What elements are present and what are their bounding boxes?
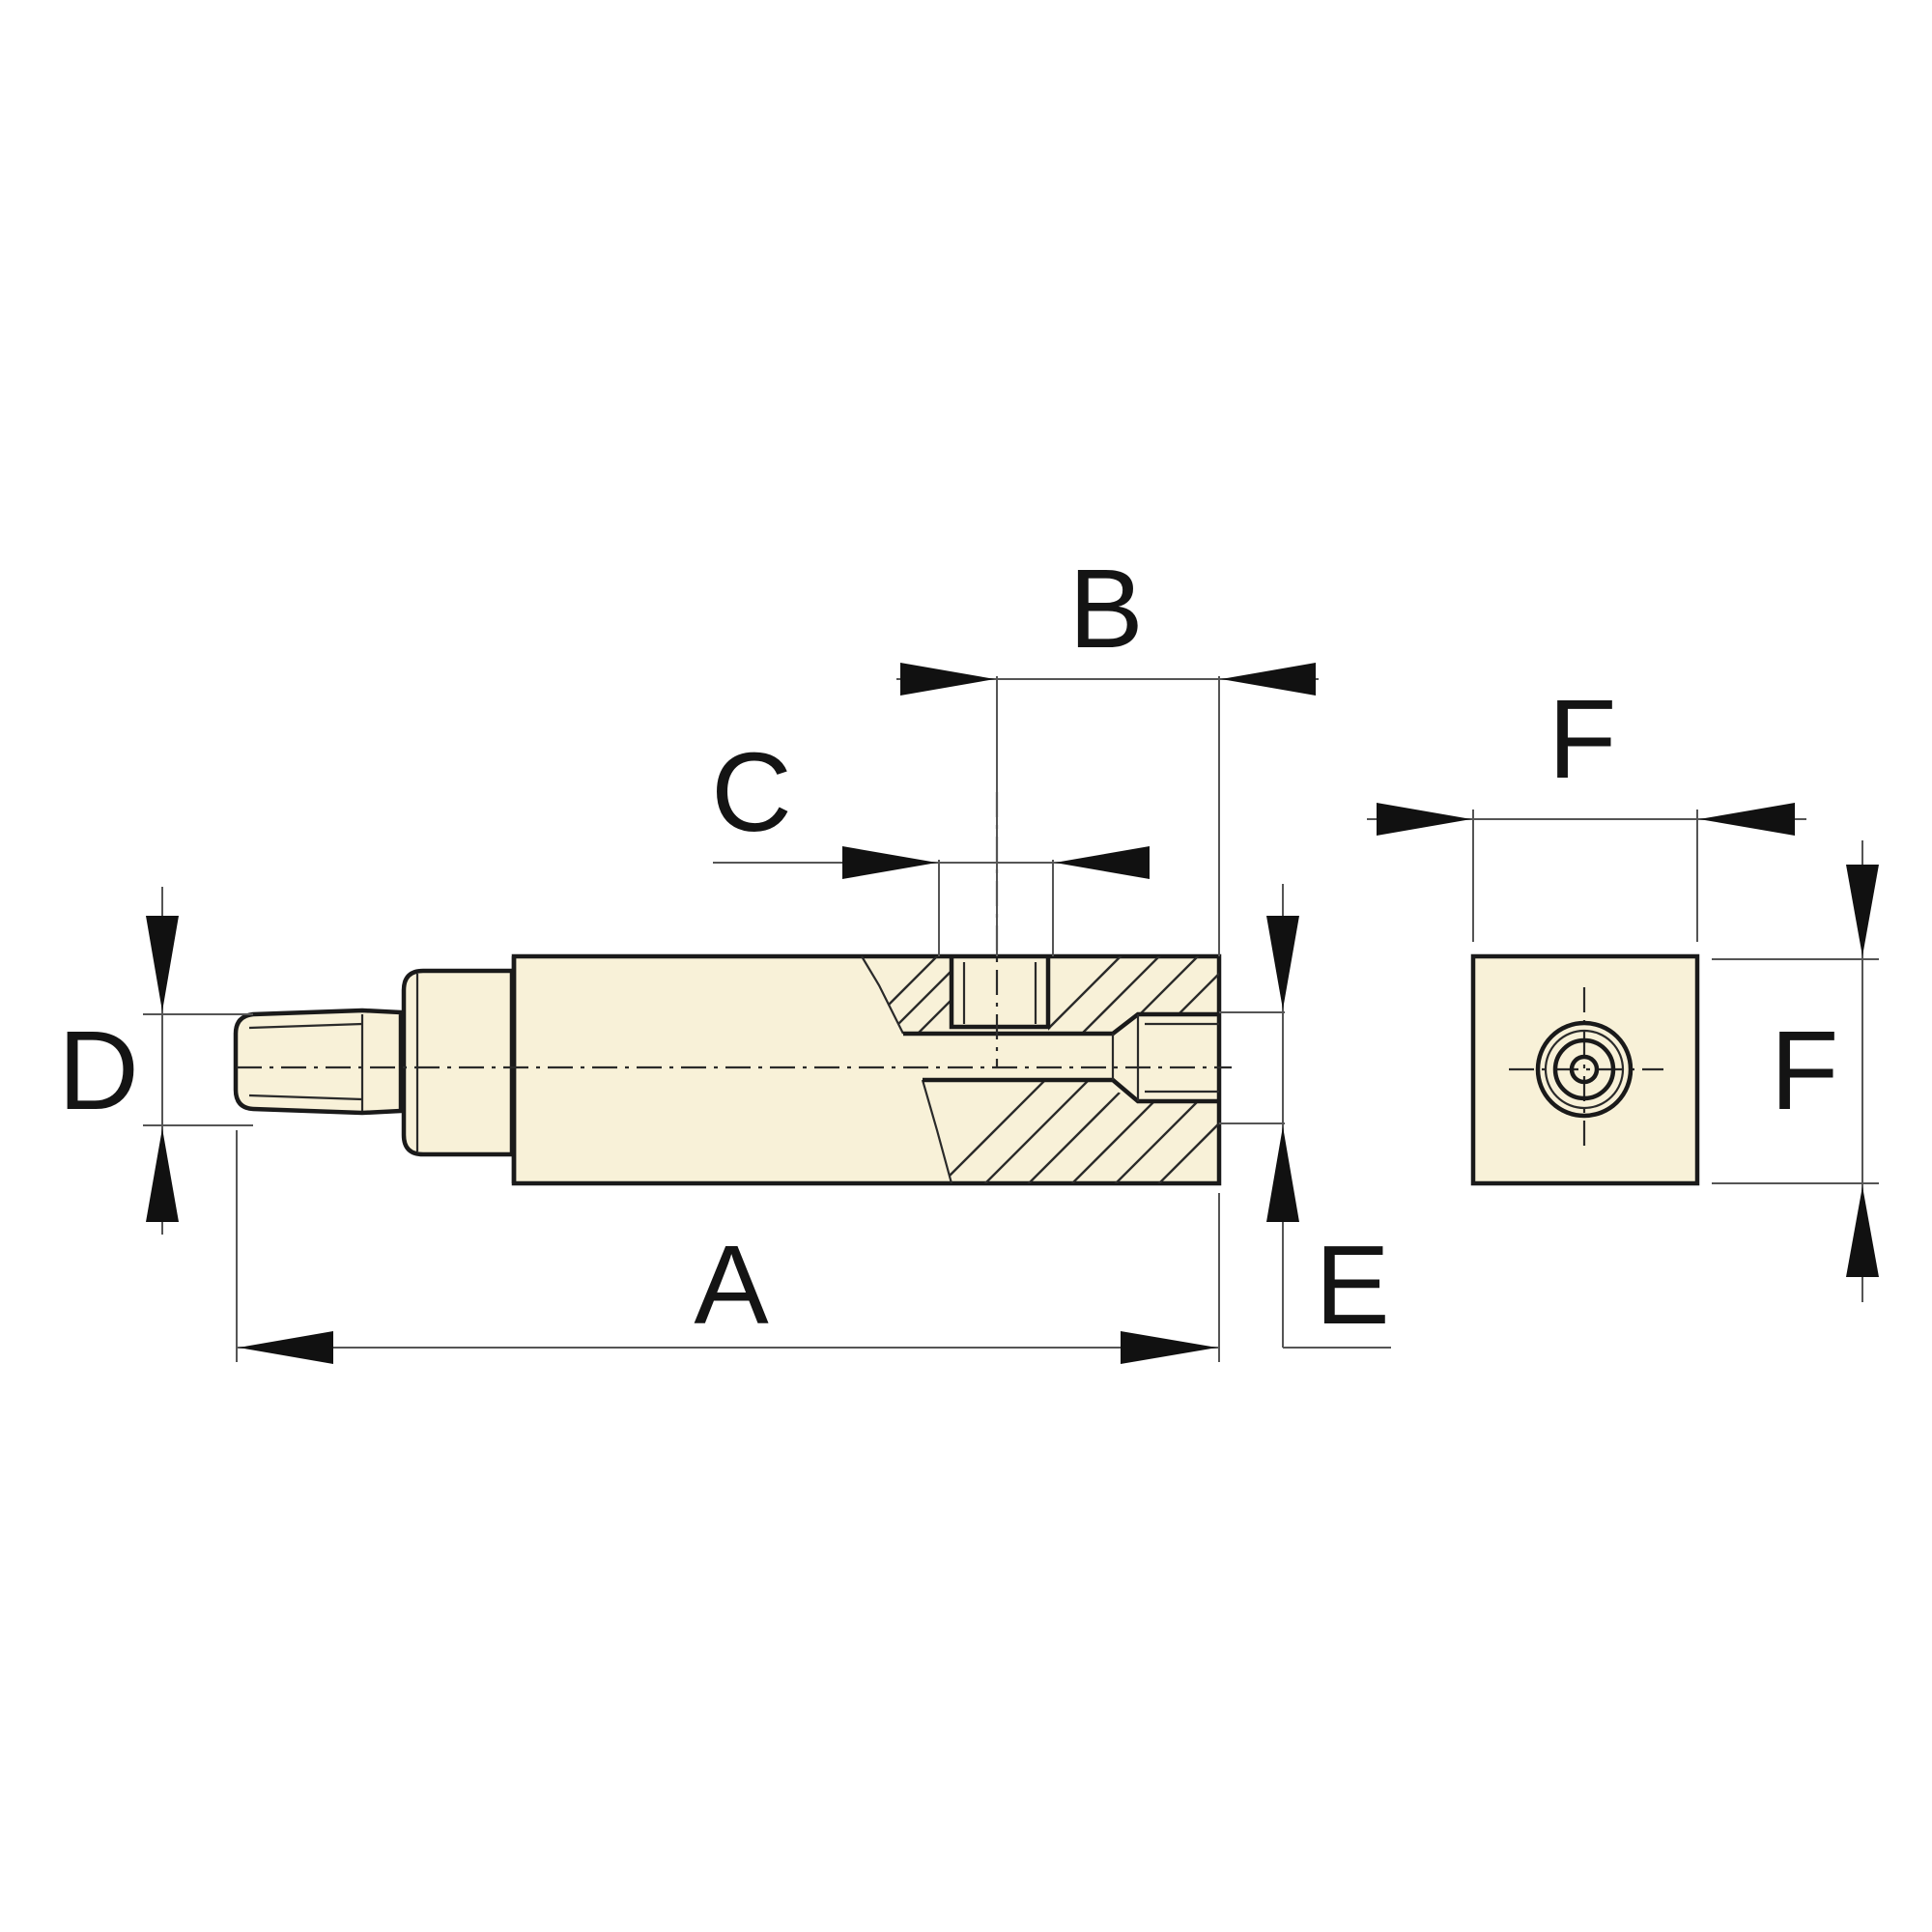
arrow-down-icon xyxy=(1266,916,1299,1009)
arrow-down-icon xyxy=(1846,865,1879,956)
dimension-e: E xyxy=(1219,884,1391,1349)
arrow-right-icon xyxy=(1377,803,1471,836)
label-e: E xyxy=(1315,1222,1389,1348)
end-view xyxy=(1470,953,1700,1186)
thread-root-line xyxy=(248,1094,363,1101)
arrow-left-icon xyxy=(1221,663,1316,696)
label-b: B xyxy=(1068,546,1143,671)
arrow-right-icon xyxy=(1121,1331,1217,1364)
end-view-bore-thread xyxy=(1544,1029,1625,1110)
arrow-left-icon xyxy=(1699,803,1795,836)
side-view xyxy=(233,792,1232,1186)
cross-hole-outline xyxy=(949,958,1051,1030)
dimension-c: C xyxy=(711,729,1150,956)
label-a: A xyxy=(694,1222,769,1348)
arrow-up-icon xyxy=(146,1128,179,1222)
axial-bore-outline xyxy=(923,1077,1219,1104)
end-view-bore-outer xyxy=(1535,1020,1634,1119)
dimension-f-top: F xyxy=(1367,676,1806,942)
section-break-line xyxy=(861,955,904,1035)
collar xyxy=(401,968,515,1157)
label-c: C xyxy=(711,729,792,855)
section-break-line xyxy=(921,1079,953,1184)
arrow-right-icon xyxy=(900,663,995,696)
arrow-left-icon xyxy=(239,1331,333,1364)
axial-bore-outline xyxy=(903,1011,1219,1037)
label-f-top: F xyxy=(1548,676,1617,802)
dimension-d: D xyxy=(58,887,253,1235)
dimension-b: B xyxy=(896,546,1319,956)
label-d: D xyxy=(58,1008,139,1133)
threaded-stud xyxy=(233,1008,404,1116)
arrow-up-icon xyxy=(1846,1186,1879,1277)
dimension-f-side: F xyxy=(1712,840,1879,1302)
thread-root-line xyxy=(248,1022,363,1030)
dimension-a: A xyxy=(236,1130,1220,1364)
end-view-bore-inner xyxy=(1569,1054,1600,1085)
arrow-right-icon xyxy=(842,846,937,879)
label-f-side: F xyxy=(1771,1008,1839,1133)
arrow-down-icon xyxy=(146,916,179,1011)
arrow-left-icon xyxy=(1055,846,1150,879)
arrow-up-icon xyxy=(1266,1126,1299,1222)
end-view-bore-mid xyxy=(1552,1037,1616,1101)
